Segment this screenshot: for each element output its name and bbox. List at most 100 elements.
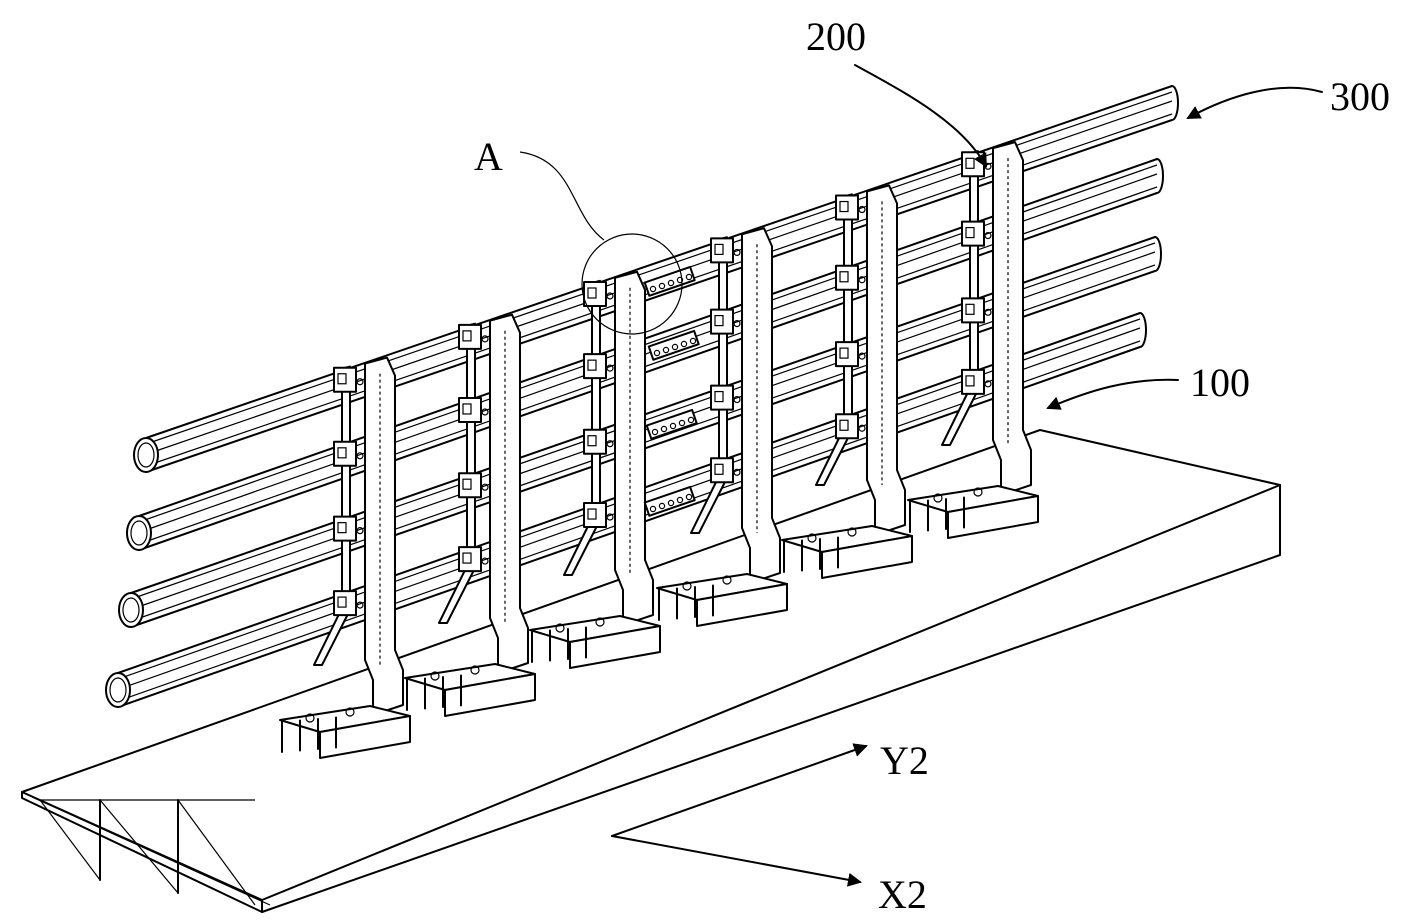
rail-clamp [835,194,859,221]
clamp-bolt [839,200,849,213]
rail-clamp [333,590,357,617]
rail-clamp [835,341,859,368]
clamp-bolt [714,315,724,327]
clamp-nut [733,468,741,476]
clamp-bolt [714,243,724,256]
post [529,270,661,669]
base-block [947,495,1039,539]
rail-splice [645,408,698,440]
splice-plate [645,408,698,440]
splice-bolt [667,279,675,287]
splice-plate [643,265,696,297]
rail-clamp [710,308,734,335]
clamp-nut [481,335,489,343]
detail-circle-a [581,233,683,335]
splice-bolt [667,499,675,507]
clamp-nut [733,395,741,404]
splice-bolt [678,419,686,427]
clamp-nut [481,483,489,491]
label-axis-y: Y2 [880,738,929,783]
clamp-nut [858,276,866,284]
clamp-nut [733,248,741,257]
clamp-bolt [587,508,597,520]
splice-plate [643,485,696,517]
leader-200 [854,64,987,168]
base-block [821,535,913,579]
splice-bolt [669,422,677,430]
clamp-bolt [587,359,597,371]
anchor-bolt [682,581,692,591]
clamp-nut [606,513,614,521]
splice-bolt [685,273,693,281]
splice-bolt [658,282,666,290]
splice-bolt [676,276,684,284]
anchor-bolt [807,533,817,543]
clamp-nut [356,452,364,460]
splice-bolt [660,425,668,433]
rail-clamp [458,323,482,350]
rail-clamp [710,237,734,264]
splice-plate [647,329,700,361]
rail-clamp [458,396,482,423]
label-post: 200 [806,14,866,59]
rail-splice [643,485,696,517]
rail-clamp [710,384,734,411]
clamp-nut [481,408,489,416]
clamp-bolt [337,596,347,608]
base-block [444,673,536,717]
rail-clamp [961,368,985,395]
rail-end-inner [137,442,155,468]
rail-clamp [333,366,357,393]
rail-clamp [333,440,357,467]
clamp-bolt [839,419,849,431]
clamp-bolt [462,552,472,564]
clamp-bolt [839,271,849,283]
clamp-bolt [337,447,347,459]
axis-x2-arrow [611,835,862,887]
label-base: 100 [1190,360,1250,405]
rail-clamp [583,353,607,380]
clamp-nut [733,320,741,328]
clamp-nut [858,424,866,432]
post [781,184,913,579]
rail-clamp [458,472,482,499]
splice-bolt [680,340,688,348]
anchor-bolt [470,665,480,675]
clamp-bolt [462,403,472,415]
rail-clamp [710,457,734,484]
clamp-bolt [714,463,724,475]
leader-a [519,151,605,241]
base-channel [21,429,1281,913]
anchor-bolt [933,493,943,503]
base-block [319,715,411,759]
clamp-bolt [337,373,347,385]
clamp-bolt [965,226,975,239]
post-upright [992,141,1032,496]
clamp-nut [356,601,364,609]
post [279,356,411,759]
clamp-nut [984,308,992,316]
rail-splice [643,265,696,297]
clamp-bolt [587,287,597,299]
anchor-bolt [345,707,355,717]
post-upright [866,184,906,536]
leader-100 [1046,378,1179,410]
splice-bolt [685,493,693,501]
anchor-bolt [430,671,440,681]
clamp-nut [858,352,866,360]
axis-y2-arrow [611,743,868,837]
rail-clamp [835,264,859,291]
splice-bolt [651,428,659,436]
clamp-nut [984,231,992,240]
clamp-nut [984,380,992,388]
rail-clamp [583,280,607,307]
label-detail-a: A [474,134,503,179]
rail-clamp [961,220,985,247]
label-assembly: 300 [1330,74,1390,119]
anchor-bolt [555,623,565,633]
clamp-bolt [587,435,597,447]
anchor-bolt [847,527,857,537]
clamp-bolt [462,478,472,490]
